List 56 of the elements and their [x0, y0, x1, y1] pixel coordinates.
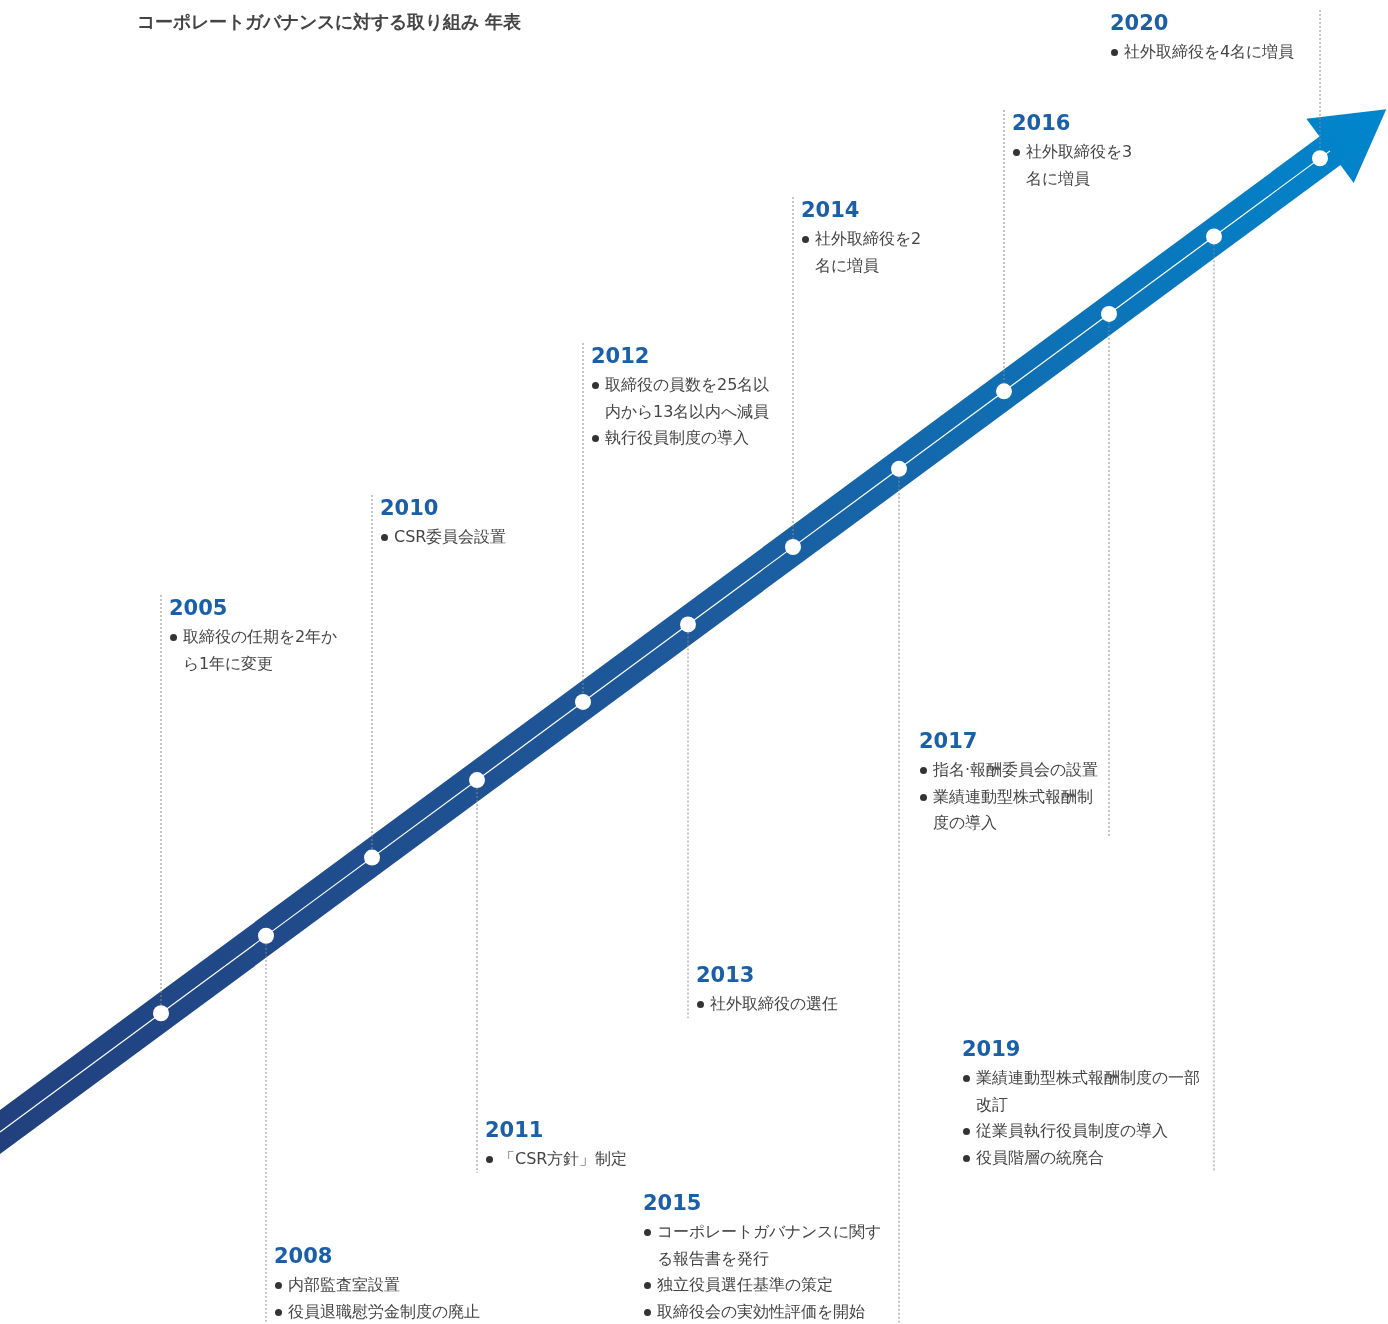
timeline-dot — [996, 383, 1012, 400]
timeline-dot — [1206, 228, 1222, 245]
leader-line — [898, 476, 900, 1324]
event-text: 内部監査室設置 — [274, 1272, 516, 1299]
leader-line — [1213, 243, 1215, 1172]
timeline-dot — [364, 849, 380, 866]
year-label: 2017 — [919, 728, 978, 754]
year-label: 2010 — [380, 495, 439, 521]
timeline-dot — [575, 693, 591, 710]
year-label: 2013 — [696, 962, 755, 988]
event-text: 社外取締役を4名に増員 — [1110, 39, 1314, 66]
leader-line — [792, 196, 794, 540]
event-text: 社外取締役を2名に増員 — [801, 226, 928, 279]
timeline-dot — [1312, 150, 1328, 167]
year-label: 2014 — [801, 197, 860, 223]
year-label: 2005 — [169, 595, 228, 621]
leader-line — [687, 632, 689, 1019]
leader-line — [582, 342, 584, 695]
year-label: 2015 — [643, 1190, 702, 1216]
timeline-dot — [680, 616, 696, 633]
event-text: 従業員執行役員制度の導入 — [962, 1118, 1208, 1145]
event-text: 取締役会の実効性評価を開始 — [643, 1298, 893, 1324]
event-text: コーポレートガバナンスに関する報告書を発行 — [643, 1219, 893, 1272]
event-text: 業績連動型株式報酬制度の一部改訂 — [962, 1065, 1208, 1118]
event-text: 「CSR方針」制定 — [485, 1146, 647, 1173]
leader-line — [160, 594, 162, 1006]
year-label: 2008 — [274, 1243, 333, 1269]
year-label: 2020 — [1110, 10, 1169, 36]
timeline-dot — [785, 539, 801, 555]
event-text: 取締役の員数を25名以内から13名以内へ減員 — [591, 372, 775, 425]
leader-line — [1319, 9, 1321, 151]
year-label: 2011 — [485, 1117, 544, 1143]
leader-line — [476, 787, 478, 1174]
event-text: 社外取締役を3名に増員 — [1012, 139, 1139, 192]
timeline-dot — [891, 460, 907, 477]
chart-title: コーポレートガバナンスに対する取り組み 年表 — [137, 10, 522, 34]
leader-line — [265, 943, 267, 1324]
year-label: 2012 — [591, 343, 650, 369]
event-text: 取締役の任期を2年から1年に変更 — [169, 624, 341, 677]
event-text: 指名·報酬委員会の設置 — [919, 757, 1103, 784]
leader-line — [1003, 109, 1005, 384]
event-text: 独立役員選任基準の策定 — [643, 1272, 893, 1299]
timeline-dot — [1101, 305, 1117, 322]
event-text: 社外取締役の選任 — [696, 991, 868, 1018]
timeline-dot — [258, 927, 274, 944]
leader-line — [1108, 321, 1110, 838]
event-text: 業績連動型株式報酬制度の導入 — [919, 783, 1103, 837]
leader-line — [371, 494, 373, 851]
timeline-dot — [153, 1005, 169, 1022]
timeline-dot — [469, 772, 485, 789]
year-label: 2019 — [962, 1036, 1021, 1062]
event-text: 執行役員制度の導入 — [591, 425, 775, 452]
event-text: CSR委員会設置 — [380, 524, 542, 551]
event-text: 役員階層の統廃合 — [962, 1144, 1208, 1171]
event-text: 役員退職慰労金制度の廃止 — [274, 1298, 516, 1324]
year-label: 2016 — [1012, 110, 1071, 136]
